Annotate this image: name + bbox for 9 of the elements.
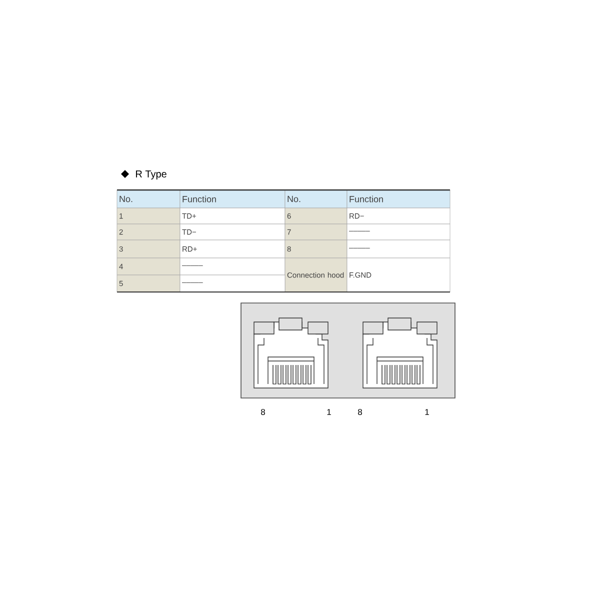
section-title: R Type	[136, 170, 166, 180]
pin-number: 8	[358, 409, 362, 415]
pin-number: 8	[261, 409, 265, 415]
header-cell: No.	[284, 190, 348, 208]
header-cell: No.	[116, 190, 180, 208]
header-cell: Function	[346, 190, 450, 208]
header-cell: Function	[180, 190, 286, 208]
pin-number: 1	[425, 409, 429, 415]
pin-number: 1	[327, 409, 331, 415]
